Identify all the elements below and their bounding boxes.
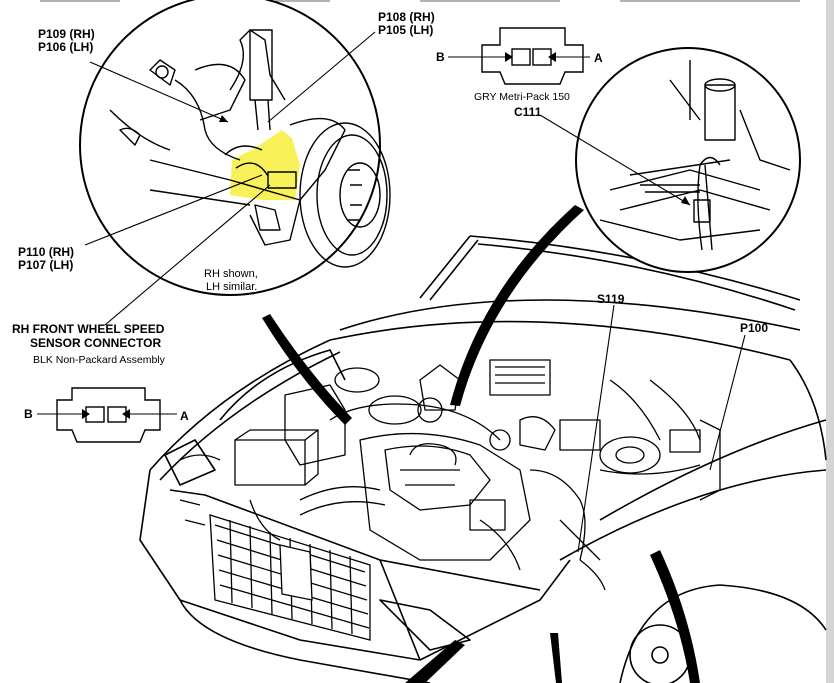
leader-wedges [262,205,700,683]
label-rh-shown: RH shown, [204,268,258,280]
detail-circle-c111 [575,47,801,273]
label-gry-metri: GRY Metri-Pack 150 [474,91,570,103]
label-connector-title-1: RH FRONT WHEEL SPEED [12,322,165,336]
label-connector-title-2: SENSOR CONNECTOR [30,336,162,350]
frame-border-right [826,0,834,683]
arrowheads [82,52,690,419]
label-lh-similar: LH similar. [206,281,258,293]
label-p100: P100 [740,321,769,335]
label-pin-a-top: A [594,51,603,65]
front-grille [209,514,371,641]
label-pin-a-left: A [180,409,189,423]
label-p108: P108 (RH) [378,10,435,24]
label-pin-b-left: B [24,407,33,421]
label-p109: P109 (RH) [38,27,95,41]
leader-lines [37,31,746,553]
label-p107: P107 (LH) [18,258,74,272]
detail-circle-wheel [79,0,391,296]
label-s119: S119 [597,292,625,306]
label-p106: P106 (LH) [38,40,94,54]
label-pin-b-top: B [436,50,445,64]
label-connector-subtitle: BLK Non-Packard Assembly [33,354,165,366]
label-p105: P105 (LH) [378,23,434,37]
car-body [139,235,827,683]
highlight-region [230,130,300,200]
engine-bay [179,359,721,591]
label-p110: P110 (RH) [18,245,75,259]
label-c111: C111 [514,105,542,119]
